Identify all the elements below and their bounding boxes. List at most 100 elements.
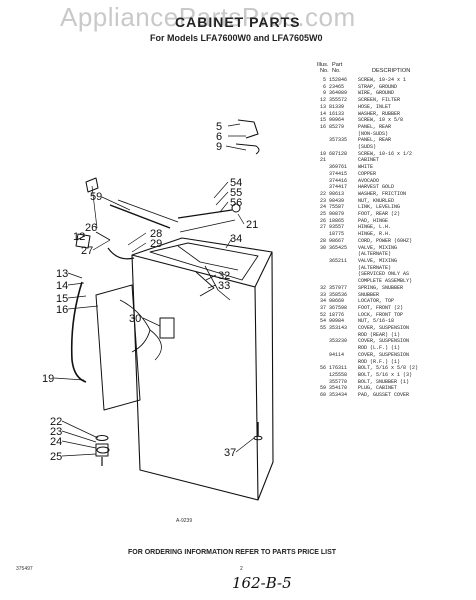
part-number: 98667 <box>329 237 345 244</box>
callout-label: 15 <box>56 293 68 305</box>
rear-foot <box>96 446 110 454</box>
illus-number: 34 <box>319 298 326 305</box>
illus-number: 60 <box>319 392 326 399</box>
part-description: VALVE, MIXING <box>358 257 398 264</box>
parts-table-header: Illus. Part No. No. DESCRIPTION <box>312 62 474 77</box>
callout-label: 56 <box>230 197 242 209</box>
part-number: 93557 <box>329 224 345 231</box>
inlet-hose <box>70 281 87 383</box>
part-description: SCREW, 10 x 5/8 <box>358 117 404 124</box>
table-row: (SERVICED ONLY AS <box>312 271 474 278</box>
illus-number: 28 <box>319 237 326 244</box>
illus-number: 27 <box>319 224 326 231</box>
part-description: PLUG, CABINET <box>358 385 398 392</box>
table-row: 374415 COPPER <box>312 171 474 178</box>
part-description: (ALTERNATE) <box>358 251 392 258</box>
part-number: 18865 <box>329 217 345 224</box>
part-number: 90879 <box>329 211 345 218</box>
table-row: (SUDS) <box>312 144 474 151</box>
part-description: (NON-SUDS) <box>358 130 389 137</box>
illus-number <box>312 345 326 352</box>
part-number: 355572 <box>329 97 348 104</box>
illus-number <box>312 131 326 138</box>
illus-number <box>312 137 326 144</box>
illus-number: 56 <box>319 365 326 372</box>
part-number: 90984 <box>329 318 345 325</box>
part-description: COPPER <box>358 170 377 177</box>
rear-panel <box>95 284 141 411</box>
part-description: SPRING, SNUBBER <box>358 284 404 291</box>
illus-number: 24 <box>319 204 326 211</box>
callout-label: 21 <box>246 219 258 231</box>
part-description: VALVE, MIXING <box>358 244 398 251</box>
callout-label: 33 <box>218 280 230 292</box>
part-number: 85279 <box>329 123 345 130</box>
header-description: DESCRIPTION <box>372 68 411 74</box>
part-description: ROD (R.F.) (1) <box>358 358 401 365</box>
callout-label: 29 <box>150 238 162 250</box>
part-description: HINGE, R.H. <box>358 231 392 238</box>
illus-number: 52 <box>319 311 326 318</box>
part-description: BOLT, 5/16 x 1 (3) <box>358 371 413 378</box>
part-number: 125558 <box>329 371 348 378</box>
part-number <box>326 359 356 366</box>
illus-number <box>312 144 326 151</box>
part-description: (SERVICED ONLY AS <box>358 271 410 278</box>
cabinet-front-face <box>131 254 259 501</box>
callout-label: 19 <box>42 373 54 385</box>
header-illus: Illus. <box>317 62 329 68</box>
cabinet-top-opening <box>149 242 259 281</box>
part-number: 369761 <box>329 164 348 171</box>
illus-number: 23 <box>319 197 326 204</box>
part-number <box>326 157 356 164</box>
illus-number: 21 <box>319 157 326 164</box>
hinge-assembly <box>109 204 171 229</box>
callout-label: 6 <box>216 131 222 143</box>
part-description: CABINET <box>358 157 380 164</box>
callout-label: 23 <box>50 426 62 438</box>
handwritten-note: 162-B-5 <box>232 574 292 592</box>
ground-wire <box>235 143 260 155</box>
callout-label: 26 <box>85 222 97 234</box>
callout-label: 14 <box>56 280 68 292</box>
part-description: NUT, 5/16-18 <box>358 318 395 325</box>
part-description: ROD (REAR) (1) <box>358 331 401 338</box>
snubber <box>195 271 215 297</box>
illus-number: 54 <box>319 318 326 325</box>
table-row: ROD (REAR) (1) <box>312 332 474 339</box>
part-number: 367598 <box>329 304 348 311</box>
part-number: 353143 <box>329 325 348 332</box>
callout-label: 16 <box>56 304 68 316</box>
part-number <box>326 251 356 258</box>
part-number: 23465 <box>329 83 345 90</box>
illus-number: 26 <box>319 217 326 224</box>
part-number: 357977 <box>329 284 348 291</box>
illus-number <box>312 278 326 285</box>
part-number: 365425 <box>329 244 348 251</box>
cabinet-top-edge <box>131 237 273 256</box>
part-description: HARVEST GOLD <box>358 184 395 191</box>
part-number <box>326 278 356 285</box>
part-number: 176311 <box>329 365 348 372</box>
illus-number <box>312 184 326 191</box>
illus-number: 14 <box>319 110 326 117</box>
table-row: (NON-SUDS) <box>312 131 474 138</box>
figure-number: A-9239 <box>176 518 193 524</box>
part-number: 75587 <box>329 204 345 211</box>
part-description: ROD (L.F.) (1) <box>358 345 401 352</box>
part-number: 374415 <box>329 170 348 177</box>
